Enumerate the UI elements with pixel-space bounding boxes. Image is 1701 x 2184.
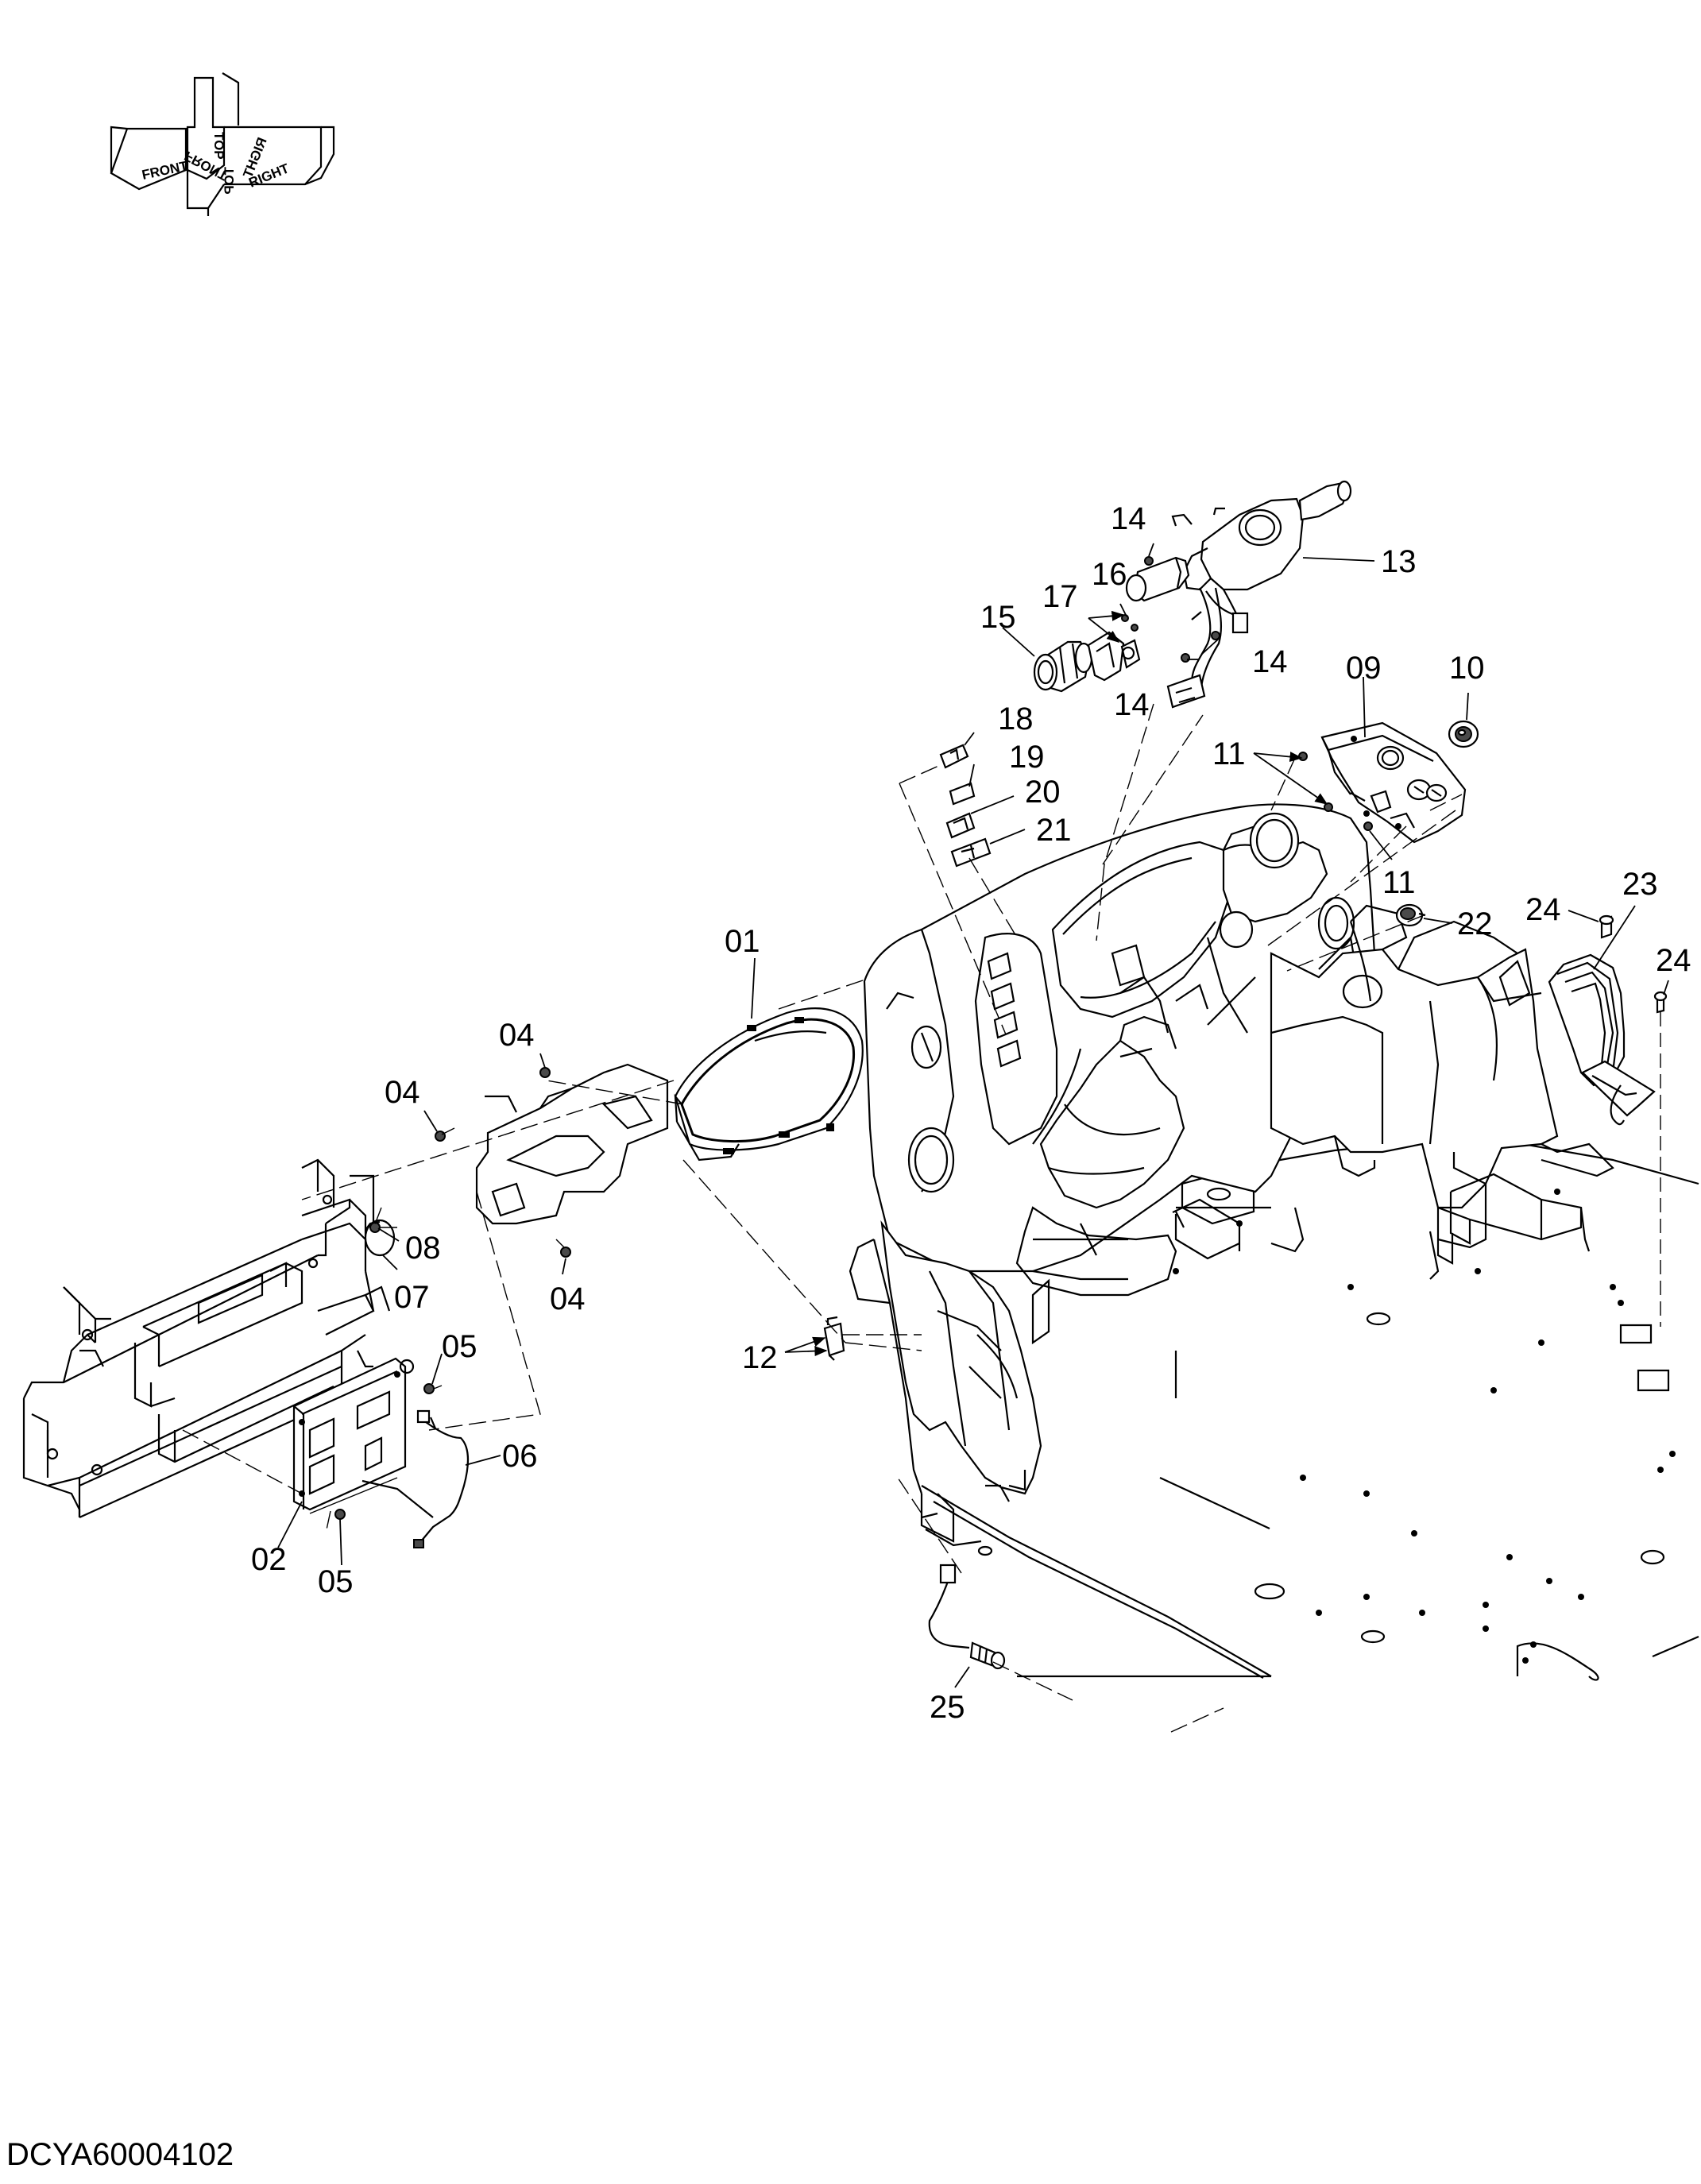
callout-15: 15 — [980, 600, 1016, 635]
part-19-switch — [949, 782, 976, 806]
part-15-key-switch — [1033, 640, 1093, 693]
callout-22: 22 — [1457, 906, 1493, 941]
callout-09: 09 — [1346, 651, 1382, 686]
floor-hole — [1366, 1312, 1391, 1326]
callout-02: 02 — [251, 1542, 287, 1577]
callout-10: 10 — [1449, 651, 1485, 686]
callout-05: 05 — [318, 1564, 354, 1599]
callout-01: 01 — [725, 924, 760, 959]
screw-04-b — [435, 1131, 446, 1142]
part-23-pedal — [1548, 953, 1656, 1126]
callout-04: 04 — [550, 1281, 586, 1316]
part-25-sensor — [928, 1564, 1006, 1670]
callout-25: 25 — [930, 1690, 965, 1725]
callout-20: 20 — [1025, 775, 1061, 810]
dash-gauge-round — [1249, 812, 1300, 869]
callout-21: 21 — [1036, 813, 1072, 848]
part-10-knob — [1448, 720, 1479, 748]
part-16-screws — [1121, 614, 1139, 632]
part-20-switch — [945, 812, 976, 839]
callout-13: 13 — [1381, 544, 1417, 579]
callout-14: 14 — [1252, 644, 1288, 679]
part-01-meter — [674, 1007, 864, 1162]
seat-bracket — [1436, 1173, 1591, 1265]
front-pillar — [849, 1220, 1042, 1556]
part-24-bolts — [1599, 914, 1668, 1014]
part-21-switch — [950, 837, 992, 868]
floor-hole — [1254, 1583, 1285, 1600]
orientation-top: TOP — [211, 132, 226, 160]
orientation-top-mirrored: TOP — [222, 167, 237, 195]
part-05-screws — [334, 1383, 443, 1520]
callout-07: 07 — [394, 1280, 430, 1315]
assembly-lines — [182, 703, 1463, 1733]
callout-08: 08 — [405, 1231, 441, 1266]
right-side-panel — [1270, 904, 1614, 1280]
floor-hole — [1640, 1549, 1665, 1565]
part-11-screws — [1298, 752, 1373, 831]
part-02-controller — [292, 1357, 415, 1514]
part-18-switch — [939, 744, 969, 769]
callout-16: 16 — [1092, 557, 1127, 592]
part-09-switch-panel — [1320, 721, 1467, 844]
callout-04: 04 — [499, 1018, 535, 1053]
part-08-screw — [369, 1222, 397, 1233]
part-06-harness — [361, 1409, 470, 1548]
callout-05: 05 — [442, 1329, 477, 1364]
dash-switch-slots — [987, 952, 1022, 1068]
callout-24: 24 — [1656, 943, 1691, 978]
orientation-indicator: FRONT FRONT TOP TOP RIGHT RIGHT — [110, 72, 335, 216]
part-22-connector — [1395, 903, 1426, 927]
callout-11: 11 — [1212, 736, 1246, 771]
callout-24: 24 — [1525, 892, 1561, 927]
floor-hole — [1360, 1629, 1386, 1644]
screw-04-c — [560, 1247, 571, 1258]
label-leaders — [277, 543, 1669, 1688]
callout-23: 23 — [1622, 867, 1658, 902]
callout-18: 18 — [998, 702, 1034, 736]
screw-04-a — [539, 1067, 551, 1078]
callout-17: 17 — [1042, 579, 1078, 614]
callout-04: 04 — [385, 1075, 420, 1110]
callout-14: 14 — [1114, 687, 1150, 722]
dashboard-console — [863, 803, 1376, 1297]
part-04-bracket-plate — [435, 1063, 669, 1258]
dash-gauge-small — [1219, 910, 1254, 949]
callout-14: 14 — [1111, 501, 1146, 536]
callout-19: 19 — [1009, 740, 1045, 775]
callout-12: 12 — [742, 1340, 778, 1375]
part-12-clip — [823, 1316, 845, 1361]
callout-11: 11 — [1382, 865, 1416, 900]
drawing-id: DCYA60004102 — [6, 2137, 234, 2172]
callout-06: 06 — [502, 1439, 538, 1474]
part-13-combination-switch — [1125, 480, 1352, 709]
part-17-bracket — [1087, 631, 1141, 682]
callout-labels: 01 02 04 04 04 05 05 06 07 08 09 10 11 1… — [251, 501, 1691, 1725]
